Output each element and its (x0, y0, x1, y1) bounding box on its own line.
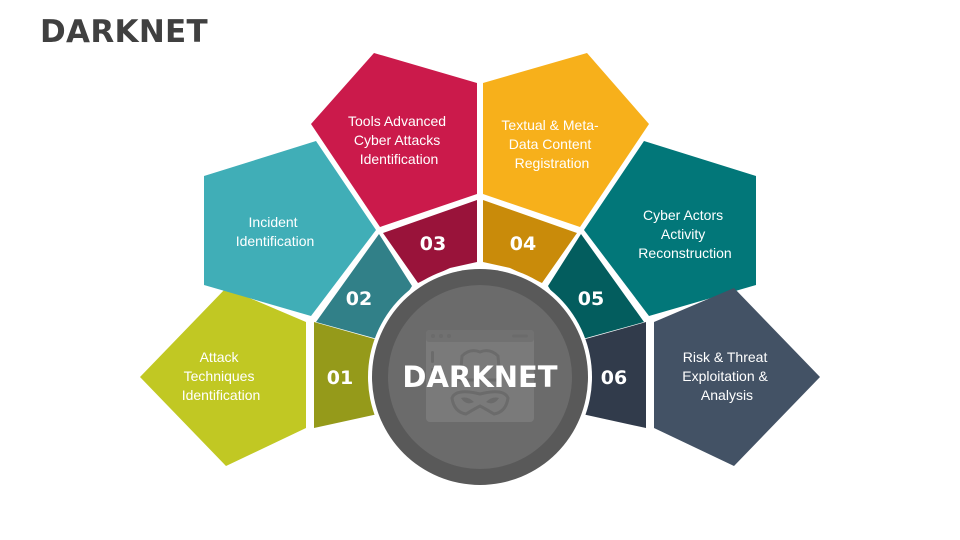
segment-05-outer (584, 141, 756, 316)
segment-02-outer (204, 141, 376, 316)
segment-03-outer (311, 53, 477, 227)
page-title: DARKNET (40, 14, 208, 50)
segment-01-inner (314, 322, 378, 428)
segment-05-label: Cyber Actors Activity Reconstruction (638, 207, 731, 261)
segment-06-number: 06 (601, 367, 627, 389)
segment-01-number: 01 (327, 367, 353, 389)
segment-06-inner (582, 322, 646, 428)
segment-05-number: 05 (578, 288, 604, 310)
segment-06-outer (654, 288, 820, 466)
center-hub[interactable]: DARKNET (368, 265, 592, 489)
segment-01-outer (140, 288, 306, 466)
segment-04-number: 04 (510, 233, 536, 255)
hub-label: DARKNET (402, 360, 557, 394)
segment-02[interactable]: Incident Identification 02 (204, 141, 412, 340)
segment-02-label: Incident Identification (236, 214, 315, 249)
incognito-browser-icon (426, 330, 534, 422)
segment-03-number: 03 (420, 233, 446, 255)
segment-06-label: Risk & Threat Exploitation & Analysis (682, 349, 772, 403)
segment-06[interactable]: Risk & Threat Exploitation & Analysis 06 (582, 288, 820, 466)
segment-03-inner (383, 200, 477, 283)
segment-01[interactable]: Attack Techniques Identification 01 (140, 288, 378, 466)
segment-04-label: Textual & Meta- Data Content Registratio… (501, 117, 602, 171)
segment-01-label: Attack Techniques Identification (182, 349, 261, 403)
segment-04-outer (483, 53, 649, 227)
segment-02-number: 02 (346, 288, 372, 310)
segment-03[interactable]: Tools Advanced Cyber Attacks Identificat… (311, 53, 477, 283)
segment-03-label: Tools Advanced Cyber Attacks Identificat… (348, 113, 450, 167)
segment-04-inner (483, 200, 577, 283)
segment-04[interactable]: Textual & Meta- Data Content Registratio… (483, 53, 649, 283)
